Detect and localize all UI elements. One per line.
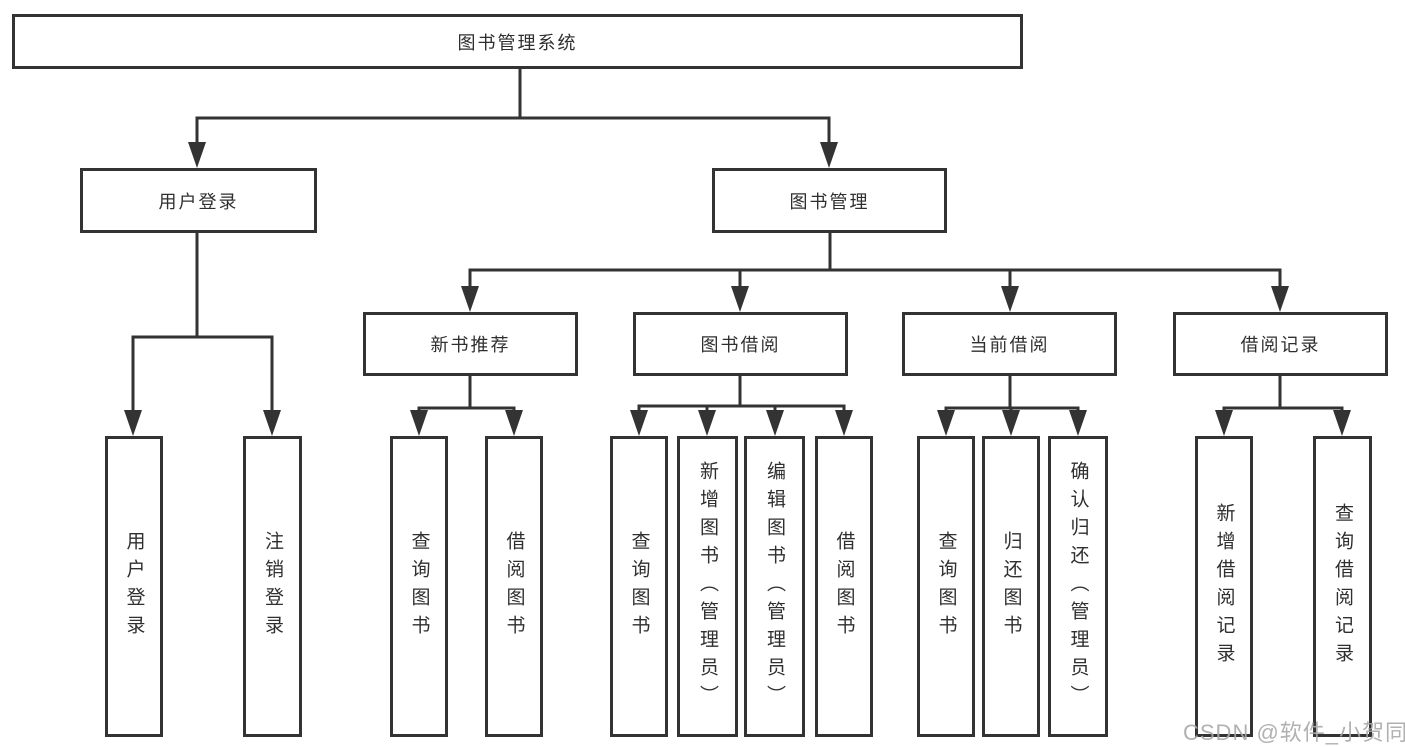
- connector-mgmt-to-level3: [461, 231, 1289, 312]
- arrowhead: [835, 410, 853, 436]
- leaf-edit-books-admin: 编辑图书（管理员）: [744, 436, 805, 737]
- arrowhead: [1215, 410, 1233, 436]
- leaf-query-books-borrow: 查询图书: [610, 436, 668, 737]
- node-new-book-recommend: 新书推荐: [363, 312, 578, 376]
- node-library-system: 图书管理系统: [12, 14, 1023, 69]
- arrowhead: [766, 410, 784, 436]
- node-current-borrow: 当前借阅: [902, 312, 1117, 376]
- leaf-confirm-return-admin: 确认归还（管理员）: [1048, 436, 1108, 737]
- leaf-query-books-current: 查询图书: [917, 436, 975, 737]
- arrowhead: [1271, 286, 1289, 312]
- arrowhead: [1001, 286, 1019, 312]
- arrowhead: [1002, 410, 1020, 436]
- node-borrow-records: 借阅记录: [1173, 312, 1388, 376]
- arrowhead: [731, 286, 749, 312]
- leaf-borrow-books: 借阅图书: [815, 436, 873, 737]
- arrowhead: [461, 286, 479, 312]
- arrowhead: [937, 410, 955, 436]
- csdn-watermark: CSDN @软件_小贺同学: [1183, 720, 1405, 745]
- leaf-query-books-recommend: 查询图书: [390, 436, 448, 737]
- leaf-borrow-books-recommend: 借阅图书: [485, 436, 543, 737]
- arrowhead: [263, 410, 281, 436]
- leaf-user-login: 用户登录: [105, 436, 163, 737]
- arrowhead: [410, 410, 428, 436]
- connector-login-to-leaves: [124, 231, 281, 436]
- node-book-management: 图书管理: [712, 168, 947, 233]
- connector-current-to-leaves: [937, 374, 1087, 436]
- leaf-add-borrow-record: 新增借阅记录: [1195, 436, 1253, 737]
- leaf-return-books: 归还图书: [982, 436, 1040, 737]
- arrowhead: [1069, 410, 1087, 436]
- connector-borrow-to-leaves: [630, 374, 853, 436]
- arrowhead: [505, 410, 523, 436]
- arrowhead: [124, 410, 142, 436]
- leaf-query-borrow-record: 查询借阅记录: [1313, 436, 1372, 737]
- leaf-logout: 注销登录: [243, 436, 302, 737]
- arrowhead: [630, 410, 648, 436]
- arrowhead: [188, 142, 206, 168]
- arrowhead: [698, 410, 716, 436]
- arrowhead: [820, 142, 838, 168]
- arrowhead: [1333, 410, 1351, 436]
- connector-records-to-leaves: [1215, 374, 1351, 436]
- leaf-add-books-admin: 新增图书（管理员）: [677, 436, 738, 737]
- node-book-borrow: 图书借阅: [633, 312, 848, 376]
- connector-recommend-to-leaves: [410, 374, 523, 436]
- connector-root-to-level2: [188, 65, 838, 168]
- node-user-login: 用户登录: [80, 168, 317, 233]
